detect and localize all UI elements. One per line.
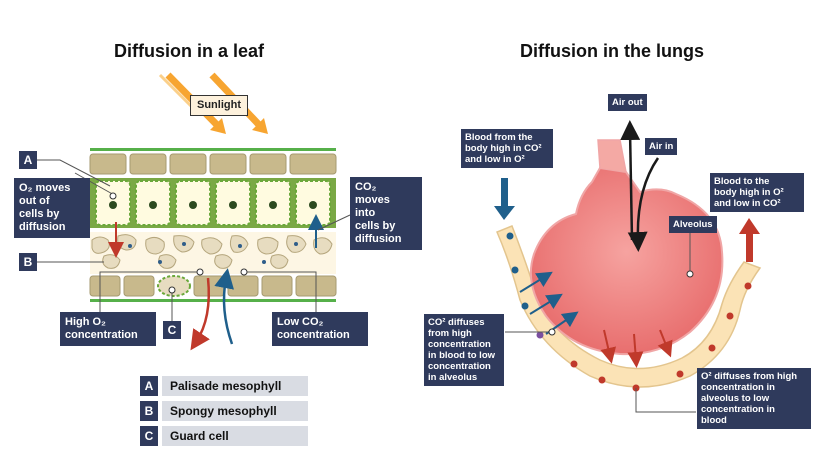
key-letter: B [140,401,158,421]
leaf-title: Diffusion in a leaf [114,41,265,61]
lower-epidermis [89,275,337,302]
alveolus-label: Alveolus [669,216,717,233]
air-in-arrow [627,157,660,252]
lung-leader-lines [505,232,696,413]
upper-epidermis [89,148,337,175]
air-out-label: Air out [608,94,647,111]
key-letter: C [140,426,158,446]
co2-arrow-in [214,268,234,345]
spongy-layer [90,232,336,274]
airway [597,139,627,173]
key-label: Spongy mesophyll [162,401,308,421]
marker-c: C [163,321,181,339]
marker-a: A [19,151,37,169]
key-label: Palisade mesophyll [162,376,308,396]
blood-cells [506,232,752,392]
key-label: Guard cell [162,426,308,446]
alveolus-sac [529,166,724,356]
blood-vessel [496,225,762,388]
air-out-arrow [620,120,641,241]
lungs-title: Diffusion in the lungs [520,41,704,61]
blood-in-arrow [494,178,515,220]
marker-b: B [19,253,37,271]
leaf-leader-lines [37,159,351,321]
sunlight-label: Sunlight [190,95,248,116]
o2-diffusion-arrows [600,329,673,368]
air-in-label: Air in [645,138,678,155]
blood-out-arrow [739,218,760,262]
key-letter: A [140,376,158,396]
palisade-layer [90,178,336,228]
o2-arrow-out [190,277,211,351]
